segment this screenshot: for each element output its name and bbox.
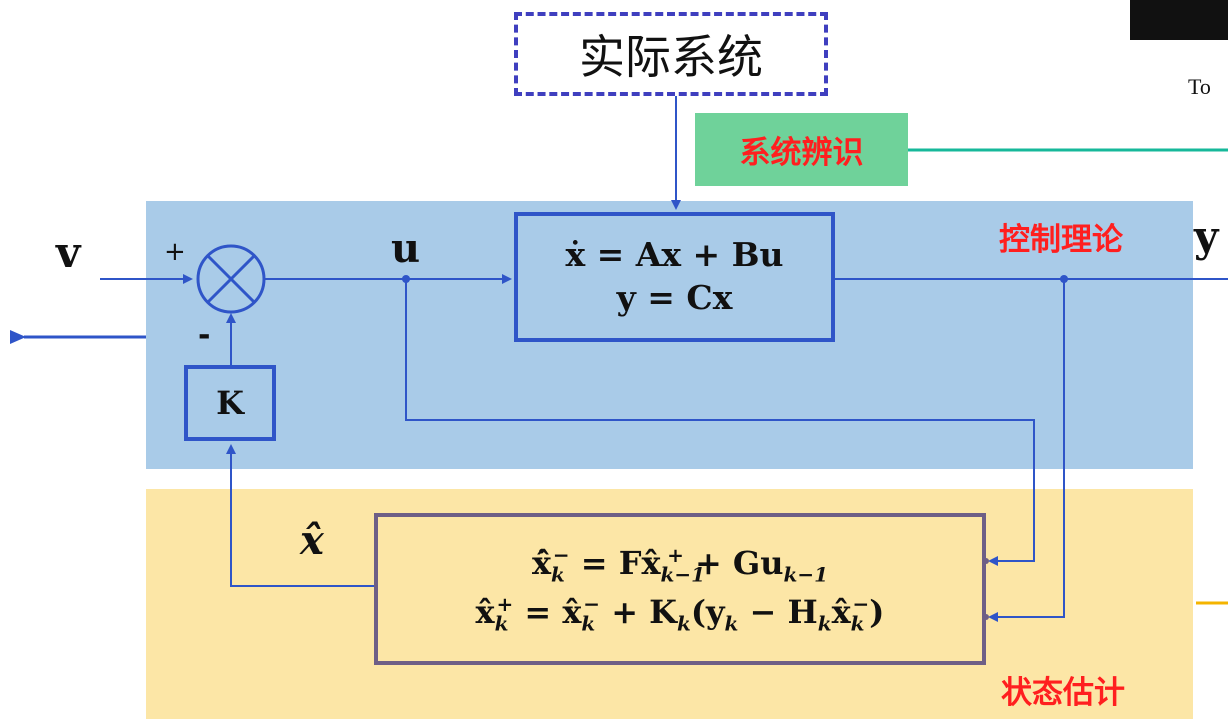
estimate-feedback-wire — [226, 444, 374, 587]
u-feed-wire — [405, 279, 1035, 566]
plant-block: ẋ = Ax + Bu y = Cx — [514, 212, 835, 342]
actual-system-box: 实际系统 — [514, 12, 828, 96]
state-equation: ẋ = Ax + Bu — [565, 235, 784, 275]
system-identification-label: 系统辨识 — [695, 113, 908, 186]
input-signal-label: u — [391, 225, 421, 272]
gain-label: K — [216, 384, 244, 422]
photo-fragment — [1130, 0, 1228, 40]
summing-plus-sign: + — [164, 237, 186, 267]
output-signal-label: y — [1194, 212, 1219, 261]
actual-system-label: 实际系统 — [579, 30, 763, 84]
summing-minus-sign: - — [198, 318, 211, 353]
gain-block: K — [184, 365, 276, 441]
estimate-signal-label: x̂ — [300, 517, 324, 564]
state-estimation-label: 状态估计 — [1001, 675, 1125, 711]
update-equation: x̂k+ = x̂k− + Kk(yk − Hkx̂k−) — [475, 592, 885, 636]
prediction-equation: ẋ̂k− = Fx̂k−1+ + Guk−1 — [531, 542, 829, 586]
y-feed-wire — [988, 279, 1065, 622]
control-theory-label: 控制理论 — [999, 222, 1123, 258]
right-edge-text: To — [1188, 74, 1211, 99]
output-equation: y = Cx — [616, 278, 733, 317]
kalman-estimator-block: ẋ̂k− = Fx̂k−1+ + Guk−1 x̂k+ = x̂k− + Kk(… — [374, 513, 986, 665]
reference-signal-label: v — [56, 228, 81, 277]
